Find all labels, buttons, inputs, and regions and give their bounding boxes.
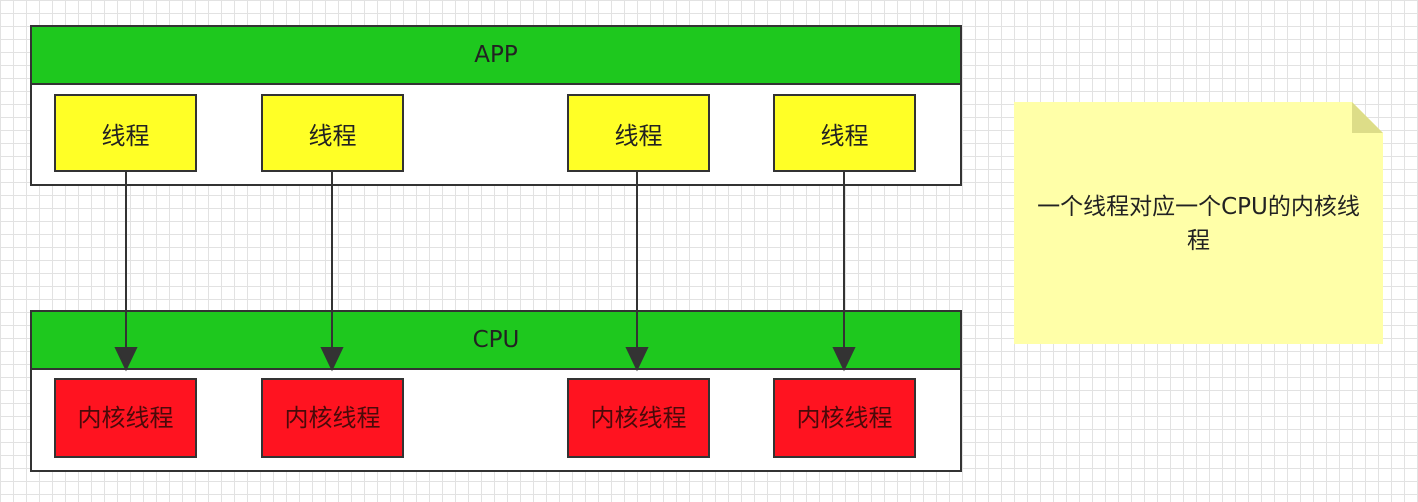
cpu-header: CPU: [32, 312, 960, 370]
kernel-thread-3: 内核线程: [567, 378, 710, 458]
kernel-thread-2: 内核线程: [261, 378, 404, 458]
sticky-note: 一个线程对应一个CPU的内核线程: [1014, 102, 1383, 344]
app-thread-4: 线程: [773, 94, 916, 172]
note-text: 一个线程对应一个CPU的内核线程: [1037, 194, 1360, 254]
app-header: APP: [32, 27, 960, 85]
app-thread-2: 线程: [261, 94, 404, 172]
app-thread-1: 线程: [54, 94, 197, 172]
kernel-thread-1: 内核线程: [54, 378, 197, 458]
app-thread-3: 线程: [567, 94, 710, 172]
kernel-thread-4: 内核线程: [773, 378, 916, 458]
note-shape: [1014, 102, 1383, 344]
